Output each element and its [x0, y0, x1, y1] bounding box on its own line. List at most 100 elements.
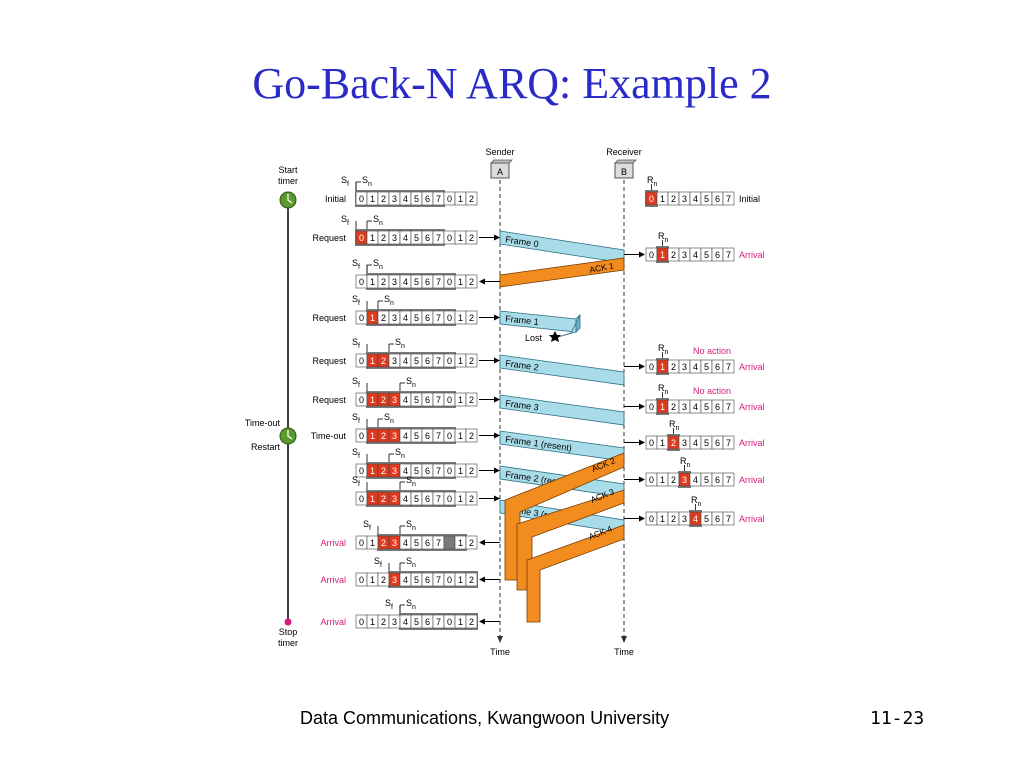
- sender-cell-number: 4: [403, 575, 408, 585]
- sender-cell-number: 2: [381, 538, 386, 548]
- sender-cell-number: 0: [359, 194, 364, 204]
- sf-label: Sf: [341, 214, 349, 227]
- arrival-arrowhead: [479, 576, 485, 583]
- receive-arrowhead: [639, 251, 645, 258]
- sn-label: Sn: [362, 175, 372, 188]
- receiver-cell-number: 0: [649, 250, 654, 260]
- sender-cell: [465, 392, 478, 407]
- sender-cell-number: 2: [381, 431, 386, 441]
- send-arrowhead: [494, 495, 500, 502]
- sender-cell-number: 1: [370, 466, 375, 476]
- sender-cell-number: 1: [458, 277, 463, 287]
- receiver-cell-number: 5: [704, 514, 709, 524]
- lost-star-icon: [549, 331, 561, 342]
- sender-cell-number: 1: [458, 575, 463, 585]
- receiver-cell-number: 3: [682, 402, 687, 412]
- sender-cell-number: 7: [436, 313, 441, 323]
- receiver-cell-number: 6: [715, 514, 720, 524]
- sender-cell-number: 6: [425, 617, 430, 627]
- sf-label: Sf: [374, 556, 382, 569]
- sender-cell-number: 1: [458, 617, 463, 627]
- receiver-cell-number: 3: [682, 362, 687, 372]
- sender-cell-number: 2: [381, 277, 386, 287]
- sender-cell-number: 6: [425, 356, 430, 366]
- sender-cell-number: 0: [359, 277, 364, 287]
- sender-cell-number: 4: [403, 395, 408, 405]
- ack-band: [526, 524, 625, 623]
- sender-cell-number: 1: [370, 233, 375, 243]
- arrival-arrowhead: [479, 278, 485, 285]
- receive-arrowhead: [639, 403, 645, 410]
- sender-cell-number: 3: [392, 313, 397, 323]
- sender-cell-number: 2: [469, 356, 474, 366]
- lost-frame-tail: [557, 314, 581, 338]
- sender-cell-number: 2: [381, 356, 386, 366]
- sf-label: Sf: [352, 412, 360, 425]
- receiver-cell-number: 2: [671, 250, 676, 260]
- receiver-cell-number: 0: [649, 194, 654, 204]
- receiver-cell-number: 0: [649, 514, 654, 524]
- sender-row-label: Request: [312, 313, 346, 323]
- sender-cell-number: 1: [458, 494, 463, 504]
- sender-cell-number: 6: [425, 277, 430, 287]
- receiver-cell-number: 3: [682, 514, 687, 524]
- receiver-cell-number: 4: [693, 362, 698, 372]
- sender-cell-number: 1: [458, 356, 463, 366]
- sender-row-label: Request: [312, 233, 346, 243]
- sn-label: Sn: [395, 337, 405, 350]
- sn-label: Sn: [406, 519, 416, 532]
- receiver-row-label: Arrival: [739, 362, 765, 372]
- receiver-cell: [722, 511, 735, 526]
- sn-label: Sn: [373, 214, 383, 227]
- sf-label: Sf: [341, 175, 349, 188]
- receiver-cell: [722, 191, 735, 206]
- sender-cell-number: 3: [392, 617, 397, 627]
- sender-cell-number: 1: [458, 395, 463, 405]
- arrival-arrowhead: [479, 618, 485, 625]
- receiver-cell-number: 6: [715, 194, 720, 204]
- sender-cell-number: 1: [458, 431, 463, 441]
- sender-box-letter: A: [497, 167, 503, 177]
- receiver-cell-number: 7: [726, 194, 731, 204]
- sender-cell-number: 2: [469, 313, 474, 323]
- receiver-cell-number: 1: [660, 250, 665, 260]
- footer-course: Data Communications, Kwangwoon Universit…: [300, 708, 670, 728]
- sender-cell-number: 7: [436, 617, 441, 627]
- sender-cell-number: 4: [403, 538, 408, 548]
- sender-cell-number: 2: [469, 575, 474, 585]
- receiver-cell-number: 5: [704, 250, 709, 260]
- receiver-cell-number: 6: [715, 402, 720, 412]
- sender-cell-number: 2: [381, 575, 386, 585]
- receiver-cell-number: 1: [660, 438, 665, 448]
- sender-cell-number: 1: [370, 431, 375, 441]
- go-back-n-diagram: StarttimerTime-outRestartStoptimerSender…: [245, 147, 765, 657]
- sf-label: Sf: [352, 376, 360, 389]
- receiver-cell-number: 6: [715, 362, 720, 372]
- sender-cell-number: 3: [392, 356, 397, 366]
- send-arrowhead: [494, 432, 500, 439]
- receiver-cell: [722, 435, 735, 450]
- sender-cell-number: 2: [381, 395, 386, 405]
- sender-cell-number: 4: [403, 356, 408, 366]
- receiver-cell: [722, 472, 735, 487]
- receiver-row-label: Arrival: [739, 438, 765, 448]
- sender-cell-number: 0: [359, 395, 364, 405]
- receiver-row-label: Arrival: [739, 250, 765, 260]
- sender-cell-number: 2: [469, 617, 474, 627]
- sender-cell-number: 5: [414, 538, 419, 548]
- sender-cell-number: 7: [436, 431, 441, 441]
- sender-cell-number: 0: [359, 431, 364, 441]
- sender-cell-number: 5: [414, 356, 419, 366]
- sender-cell-number: 5: [414, 575, 419, 585]
- sender-cell-number: 6: [425, 494, 430, 504]
- sender-cell-number: 0: [447, 233, 452, 243]
- ack-band: [499, 257, 625, 288]
